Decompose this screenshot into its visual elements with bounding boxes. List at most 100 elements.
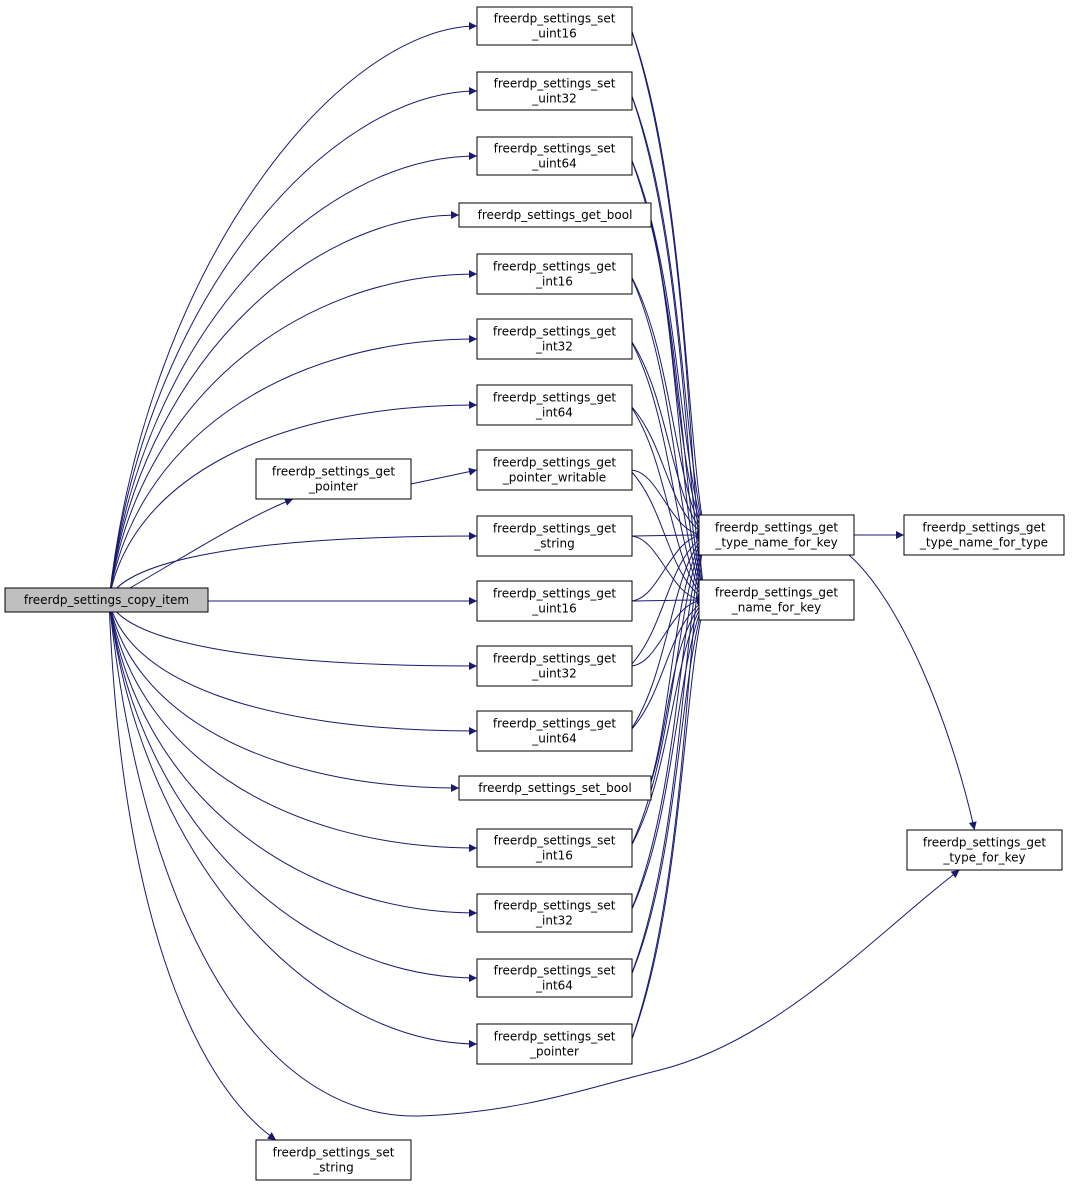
edge-get-bool-to-get-name-for-key (648, 214, 707, 601)
node-label-line: _int64 (535, 406, 573, 420)
node-set-uint16[interactable]: freerdp_settings_set_uint16 (476, 6, 633, 46)
node-label-line: _int16 (535, 275, 573, 289)
node-label-line: _int64 (535, 979, 573, 993)
edge-set-pointer-to-get-name-for-key (629, 599, 707, 1045)
node-set-int32[interactable]: freerdp_settings_set_int32 (476, 893, 633, 933)
edge-copy-item-to-get-uint64 (108, 599, 478, 735)
edge-copy-item-to-set-uint64 (108, 152, 478, 601)
node-box (476, 71, 633, 111)
edge-get-pointer-writable-to-get-name-for-key (629, 469, 706, 601)
node-label-line: _int32 (535, 914, 573, 928)
node-copy-item[interactable]: freerdp_settings_copy_item (4, 587, 209, 613)
node-label-line: _uint16 (531, 602, 577, 616)
node-box (255, 1139, 412, 1181)
node-label-line: freerdp_settings_get (493, 260, 616, 274)
node-label-line: freerdp_settings_get (493, 391, 616, 405)
node-get-int32[interactable]: freerdp_settings_get_int32 (476, 318, 633, 360)
edge-set-int64-to-get-name-for-key (629, 599, 707, 979)
node-set-int64[interactable]: freerdp_settings_set_int64 (476, 958, 633, 998)
node-set-int16[interactable]: freerdp_settings_set_int16 (476, 828, 633, 868)
node-get-pointer-writable[interactable]: freerdp_settings_get_pointer_writable (476, 449, 633, 491)
node-box (476, 6, 633, 46)
edge-set-bool-to-get-type-name-for-key (648, 534, 706, 789)
edge-copy-item-to-get-string (108, 532, 478, 601)
node-set-uint64[interactable]: freerdp_settings_set_uint64 (476, 136, 633, 176)
edge-set-int16-to-get-type-name-for-key (629, 534, 706, 849)
node-box (476, 136, 633, 176)
node-box (476, 1023, 633, 1065)
edge-get-string-to-get-type-name-for-key (629, 531, 706, 540)
node-label-line: freerdp_settings_set_bool (478, 781, 631, 795)
node-box (476, 958, 633, 998)
edge-get-uint16-to-get-type-name-for-key (629, 531, 706, 602)
node-get-type-name-for-key[interactable]: freerdp_settings_get_type_name_for_key (698, 514, 855, 556)
node-box (476, 318, 633, 360)
node-label-line: freerdp_settings_set (494, 12, 616, 26)
node-label-line: freerdp_settings_get (272, 465, 395, 479)
edge-copy-item-to-get-type-for-key (108, 599, 960, 1117)
node-get-int16[interactable]: freerdp_settings_get_int16 (476, 253, 633, 295)
node-label-line: _pointer_writable (502, 471, 606, 485)
edge-copy-item-to-get-uint32 (108, 599, 478, 670)
node-label-line: freerdp_settings_set (273, 1146, 395, 1160)
node-label-line: freerdp_settings_set (494, 1030, 616, 1044)
edge-get-uint32-to-get-name-for-key (629, 596, 706, 667)
node-label-line: freerdp_settings_set (494, 142, 616, 156)
node-label-line: _uint16 (531, 27, 577, 41)
edge-copy-item-to-set-int64 (108, 599, 478, 982)
node-get-name-for-key[interactable]: freerdp_settings_get_name_for_key (698, 579, 855, 621)
node-box (476, 893, 633, 933)
node-get-string[interactable]: freerdp_settings_get_string (476, 515, 633, 557)
edge-copy-item-to-get-int64 (108, 401, 478, 601)
edge-get-pointer-to-get-pointer-writable (410, 467, 478, 485)
node-label-line: _int16 (535, 849, 573, 863)
node-label-line: freerdp_settings_set (494, 899, 616, 913)
edge-get-pointer-writable-to-get-type-name-for-key (629, 469, 706, 539)
node-set-bool[interactable]: freerdp_settings_set_bool (458, 775, 652, 801)
node-get-uint32[interactable]: freerdp_settings_get_uint32 (476, 645, 633, 687)
node-label-line: _pointer (308, 480, 358, 494)
edge-set-int32-to-get-name-for-key (629, 599, 706, 914)
node-get-uint16[interactable]: freerdp_settings_get_uint16 (476, 580, 633, 622)
node-box (476, 515, 633, 557)
node-label-line: _pointer (529, 1045, 579, 1059)
node-box (255, 458, 412, 500)
edge-get-uint32-to-get-type-name-for-key (629, 534, 706, 667)
node-label-line: freerdp_settings_get (493, 522, 616, 536)
node-box (476, 580, 633, 622)
node-label-line: _type_name_for_type (919, 536, 1048, 550)
edge-copy-item-to-set-int32 (108, 599, 478, 917)
edge-set-uint32-to-get-type-name-for-key (629, 90, 707, 536)
edge-copy-item-to-set-int16 (108, 599, 478, 852)
node-get-bool[interactable]: freerdp_settings_get_bool (458, 202, 652, 228)
node-get-int64[interactable]: freerdp_settings_get_int64 (476, 384, 633, 426)
node-label-line: freerdp_settings_get (493, 325, 616, 339)
edge-copy-item-to-get-bool (108, 211, 460, 601)
node-label-line: freerdp_settings_get (923, 836, 1046, 850)
edge-copy-item-to-set-bool (108, 599, 460, 792)
node-label-line: freerdp_settings_set (494, 77, 616, 91)
edge-copy-item-to-get-pointer (108, 498, 294, 601)
node-get-type-for-key[interactable]: freerdp_settings_get_type_for_key (906, 829, 1063, 871)
node-set-string[interactable]: freerdp_settings_set_string (255, 1139, 412, 1181)
node-get-uint64[interactable]: freerdp_settings_get_uint64 (476, 710, 633, 752)
node-set-uint32[interactable]: freerdp_settings_set_uint32 (476, 71, 633, 111)
node-label-line: _int32 (535, 340, 573, 354)
node-label-line: _uint64 (531, 732, 577, 746)
edge-get-uint64-to-get-name-for-key (629, 599, 706, 732)
edge-set-pointer-to-get-type-name-for-key (629, 534, 708, 1045)
node-set-pointer[interactable]: freerdp_settings_set_pointer (476, 1023, 633, 1065)
node-box (906, 829, 1063, 871)
node-label-line: _string (312, 1161, 353, 1175)
node-label-line: _type_for_key (942, 851, 1025, 865)
edge-set-bool-to-get-name-for-key (648, 599, 706, 789)
nodes-layer: freerdp_settings_copy_item freerdp_settin… (4, 6, 1065, 1181)
node-label-line: freerdp_settings_get (493, 587, 616, 601)
edge-copy-item-to-set-uint32 (108, 87, 478, 601)
node-label-line: _uint32 (531, 92, 577, 106)
edge-set-uint32-to-get-name-for-key (629, 90, 708, 601)
node-get-type-name-for-type[interactable]: freerdp_settings_get_type_name_for_type (903, 514, 1065, 556)
node-box (458, 775, 652, 801)
node-get-pointer[interactable]: freerdp_settings_get_pointer (255, 458, 412, 500)
